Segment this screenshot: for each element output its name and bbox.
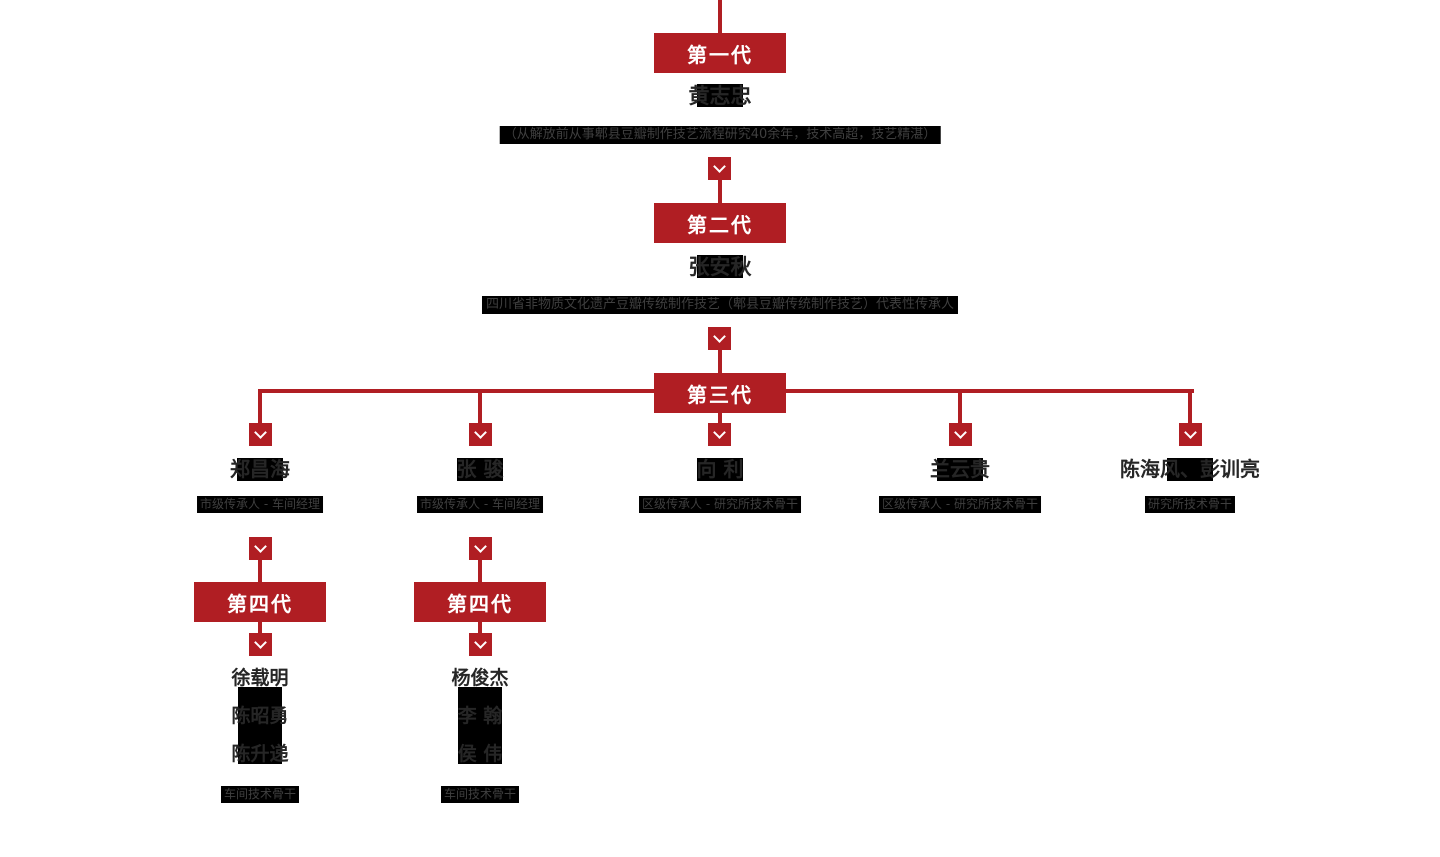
- branch-stub: [258, 391, 262, 423]
- gen3-branch-title: 市级传承人 - 车间经理: [417, 496, 543, 513]
- gen1-name: 黄志忠: [688, 84, 752, 108]
- gen4-group-title: 车间技术骨干: [220, 786, 300, 803]
- connector-line: [258, 622, 262, 633]
- connector-line: [478, 560, 482, 582]
- gen2-name-black-bar: [697, 255, 743, 278]
- branch-stub: [718, 413, 722, 423]
- gen1-box: 第一代: [654, 33, 786, 73]
- branch-stub: [1188, 391, 1192, 423]
- gen3-branch-title: 研究所技术骨干: [1144, 496, 1236, 513]
- gen3-name-black-bar: [237, 458, 283, 481]
- gen3-branch-title: 区级传承人 - 研究所技术骨干: [639, 496, 801, 513]
- gen4-box: 第四代: [194, 582, 326, 622]
- gen3-box: 第三代: [654, 373, 786, 413]
- gen4-names-black-bar: [238, 687, 282, 764]
- gen3-name-black-bar: [1167, 458, 1213, 481]
- gen3-branch-name: 郑昌海: [230, 457, 290, 481]
- branch-stub: [958, 391, 962, 423]
- gen4-label: 第四代: [227, 591, 293, 616]
- gen3-branch-name: 张 骏: [456, 457, 504, 481]
- gen1-description: （从解放前从事郫县豆瓣制作技艺流程研究40余年，技术高超，技艺精湛）: [499, 126, 941, 144]
- gen3-name-black-bar: [457, 458, 503, 481]
- gen3-branch-title: 市级传承人 - 车间经理: [197, 496, 323, 513]
- chevron-down-icon: [249, 633, 272, 656]
- gen3-branch-name: 陈海风、彭训亮: [1120, 457, 1260, 481]
- gen2-label: 第二代: [687, 212, 753, 237]
- connector-line: [478, 622, 482, 633]
- gen1-name-black-bar: [697, 84, 743, 107]
- gen4-member-name: 陈昭勇: [231, 705, 289, 727]
- connector-top-to-gen1: [718, 0, 722, 34]
- gen3-name-black-bar: [937, 458, 983, 481]
- chevron-down-icon: [1179, 423, 1202, 446]
- chevron-down-icon: [469, 633, 492, 656]
- gen4-names-black-bar: [458, 687, 502, 764]
- gen4-member-name: 侯 伟: [457, 743, 503, 765]
- gen2-description: 四川省非物质文化遗产豆瓣传统制作技艺（郫县豆瓣传统制作技艺）代表性传承人: [481, 296, 959, 314]
- gen4-member-name: 陈升递: [231, 743, 289, 765]
- chevron-down-icon: [469, 537, 492, 560]
- gen3-branch-name: 兰云贵: [930, 457, 990, 481]
- gen4-group-title: 车间技术骨干: [440, 786, 520, 803]
- gen3-label: 第三代: [687, 382, 753, 407]
- branch-stub: [478, 391, 482, 423]
- gen4-box: 第四代: [414, 582, 546, 622]
- gen4-label: 第四代: [447, 591, 513, 616]
- gen1-label: 第一代: [687, 42, 753, 67]
- gen4-member-name: 徐载明: [231, 667, 289, 689]
- chevron-down-icon: [708, 157, 731, 180]
- connector-line: [258, 560, 262, 582]
- chevron-down-icon: [949, 423, 972, 446]
- chevron-down-icon: [249, 537, 272, 560]
- gen3-name-black-bar: [697, 458, 743, 481]
- gen2-box: 第二代: [654, 203, 786, 243]
- connector-gen2-to-gen3: [718, 350, 722, 373]
- gen3-branch-title: 区级传承人 - 研究所技术骨干: [879, 496, 1041, 513]
- gen2-name: 张安秋: [688, 255, 752, 279]
- gen4-member-name: 杨俊杰: [451, 667, 509, 689]
- connector-gen1-to-gen2: [718, 180, 722, 203]
- gen4-member-name: 李 翰: [457, 705, 503, 727]
- chevron-down-icon: [708, 327, 731, 350]
- chevron-down-icon: [708, 423, 731, 446]
- gen3-branch-name: 向 利: [696, 457, 744, 481]
- chevron-down-icon: [469, 423, 492, 446]
- chevron-down-icon: [249, 423, 272, 446]
